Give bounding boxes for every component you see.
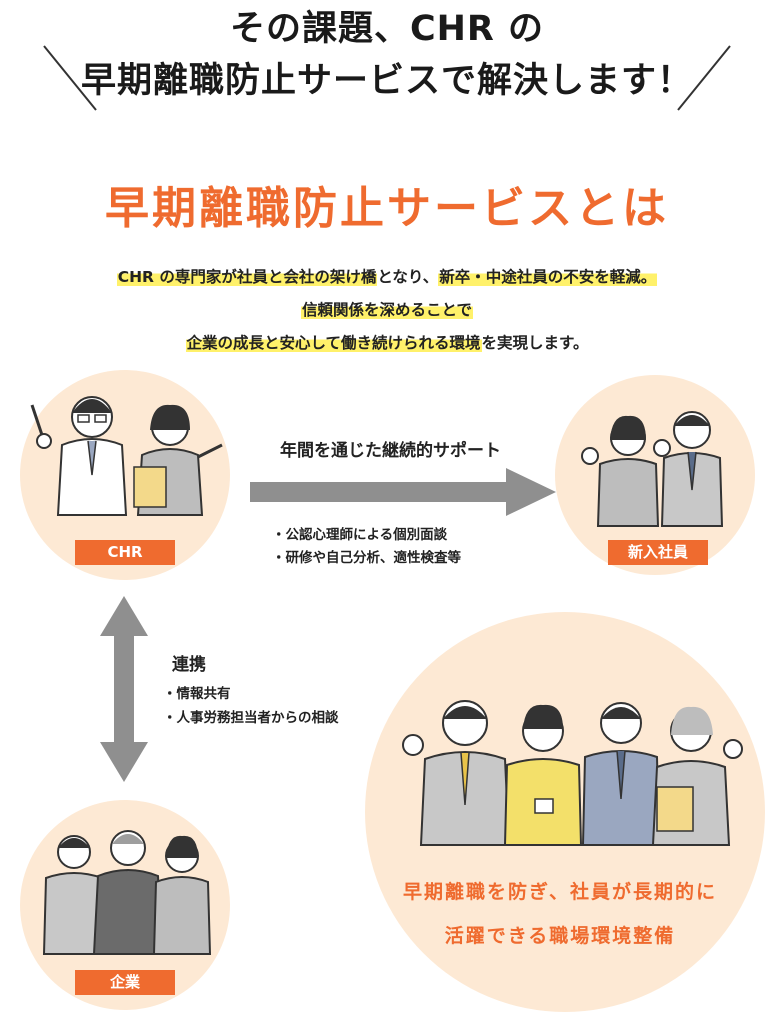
chr-people-illustration (30, 396, 223, 516)
header-line-1: その課題、CHR の (229, 9, 545, 49)
newhire-people-illustration (581, 411, 724, 527)
intro-line-2: 信頼関係を深めることで (0, 300, 774, 320)
intro-highlight-1: CHR の専門家が社員と会社の架け橋 (116, 268, 378, 286)
right-slash-decoration (677, 45, 731, 111)
result-line-1: 早期離職を防ぎ、社員が長期的に (402, 881, 718, 903)
team-illustration (402, 700, 743, 846)
coop-item-1: ・情報共有 (163, 686, 231, 702)
result-line-2: 活躍できる職場環境整備 (444, 925, 676, 947)
coop-item-2: ・人事労務担当者からの相談 (163, 710, 339, 726)
intro-text-3: を実現します。 (481, 334, 589, 352)
intro-highlight-4: 企業の成長と安心して働き続けられる環境 (185, 334, 482, 352)
intro-text-1: となり、 (377, 268, 439, 286)
company-people-illustration (42, 830, 212, 955)
intro-highlight-3: 信頼関係を深めることで (300, 301, 474, 319)
intro-line-3: 企業の成長と安心して働き続けられる環境を実現します。 (0, 333, 774, 353)
right-arrow (250, 468, 556, 516)
coop-title: 連携 (172, 655, 206, 675)
header-line-2: 早期離職防止サービスで解決します！ (80, 61, 693, 101)
company-tag: 企業 (75, 970, 175, 995)
left-slash-decoration (43, 45, 97, 111)
intro-line-1: CHR の専門家が社員と会社の架け橋となり、新卒・中途社員の不安を軽減。 (0, 267, 774, 287)
chr-tag: CHR (75, 540, 175, 565)
support-title: 年間を通じた継続的サポート (280, 441, 501, 461)
support-item-1: ・公認心理師による個別面談 (272, 527, 448, 543)
newhire-tag: 新入社員 (608, 540, 708, 565)
intro-highlight-2: 新卒・中途社員の不安を軽減。 (438, 268, 658, 286)
section-title: 早期離職防止サービスとは (105, 183, 669, 234)
support-item-2: ・研修や自己分析、適性検査等 (272, 550, 461, 566)
vertical-double-arrow (100, 596, 148, 782)
